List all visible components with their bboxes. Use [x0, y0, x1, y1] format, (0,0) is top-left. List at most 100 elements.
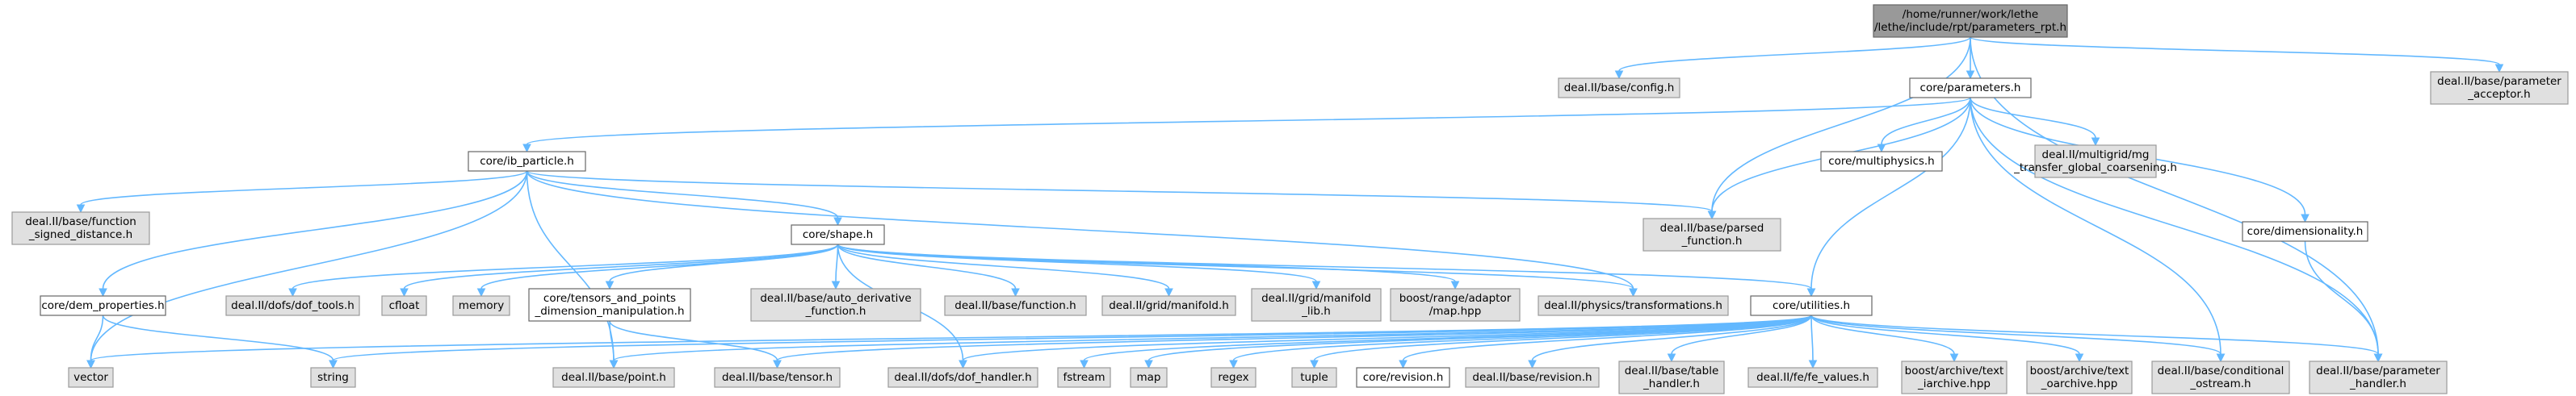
node-params[interactable]: core/parameters.h — [1909, 77, 2032, 98]
node-label: core/tensors_and_points — [543, 292, 676, 305]
edge-ib-particle-to-parsed-func — [526, 170, 1713, 212]
node-label: _function.h — [1681, 235, 1743, 248]
node-label: _transfer_global_coarsening.h — [2013, 161, 2177, 174]
node-auto-deriv[interactable]: deal.II/base/auto_derivative_function.h — [750, 288, 921, 322]
node-parsed-func[interactable]: deal.II/base/parsed_function.h — [1643, 218, 1781, 252]
node-fe-values[interactable]: deal.II/fe/fe_values.h — [1747, 367, 1878, 388]
node-label: deal.II/base/point.h — [561, 371, 666, 384]
node-box — [2026, 361, 2133, 394]
node-dimensionality[interactable]: core/dimensionality.h — [2242, 221, 2368, 242]
node-box — [2309, 361, 2448, 394]
node-cond-ostream[interactable]: deal.II/base/conditional_ostream.h — [2151, 361, 2290, 394]
node-label: core/shape.h — [803, 228, 873, 241]
node-box — [468, 151, 586, 172]
node-cfloat[interactable]: cfloat — [381, 295, 427, 316]
node-label: _ostream.h — [2189, 377, 2251, 390]
node-label: _lib.h — [1301, 305, 1331, 318]
node-boost-map[interactable]: boost/range/adaptor/map.hpp — [1390, 288, 1521, 322]
node-param-acceptor[interactable]: deal.II/base/parameter_acceptor.h — [2430, 71, 2569, 105]
node-label: /home/runner/work/lethe — [1903, 8, 2038, 21]
edge-shape-to-boost-map — [837, 244, 1456, 282]
node-box — [1130, 367, 1168, 388]
node-dof-handler[interactable]: deal.II/dofs/dof_handler.h — [887, 367, 1038, 388]
node-label: /lethe/include/rpt/parameters_rpt.h — [1874, 21, 2066, 34]
edge-root-to-config — [1618, 36, 1971, 72]
node-root[interactable]: /home/runner/work/lethe/lethe/include/rp… — [1873, 4, 2068, 38]
node-box — [1747, 367, 1878, 388]
edge-arrowhead — [833, 217, 842, 227]
node-text-oarchive[interactable]: boost/archive/text_oarchive.hpp — [2026, 361, 2133, 394]
edge-arrowhead — [522, 144, 531, 153]
node-manifold-lib[interactable]: deal.II/grid/manifold_lib.h — [1251, 288, 1382, 322]
node-label: deal.II/base/auto_derivative — [760, 292, 911, 305]
node-core-revision[interactable]: core/revision.h — [1356, 367, 1450, 388]
node-label: deal.II/base/conditional — [2158, 365, 2284, 377]
edge-arrowhead — [1707, 211, 1717, 220]
node-fstream[interactable]: fstream — [1057, 367, 1111, 388]
node-multiphysics[interactable]: core/multiphysics.h — [1820, 151, 1943, 172]
node-phys-trans[interactable]: deal.II/physics/transformations.h — [1538, 295, 1729, 316]
edge-arrowhead — [2091, 137, 2100, 147]
node-box — [1750, 295, 1873, 316]
node-utilities[interactable]: core/utilities.h — [1750, 295, 1873, 316]
node-box — [1909, 77, 2032, 98]
node-label: deal.II/base/parameter — [2316, 365, 2440, 377]
node-vector[interactable]: vector — [68, 367, 114, 388]
edge-arrowhead — [76, 204, 86, 214]
edge-arrowhead — [400, 288, 409, 298]
edge-arrowhead — [1629, 288, 1638, 298]
edge-shape-to-dof-tools — [292, 244, 839, 290]
edge-root-to-parsed-func — [1711, 36, 1971, 212]
node-map[interactable]: map — [1130, 367, 1168, 388]
node-label: deal.II/dofs/dof_handler.h — [894, 371, 1031, 384]
node-regex[interactable]: regex — [1210, 367, 1257, 388]
node-grid-manifold[interactable]: deal.II/grid/manifold.h — [1101, 295, 1236, 316]
node-label: core/multiphysics.h — [1828, 155, 1935, 168]
node-tensors-pts[interactable]: core/tensors_and_points_dimension_manipu… — [528, 288, 691, 322]
node-box — [381, 295, 427, 316]
node-func-sd[interactable]: deal.II/base/function_signed_distance.h — [11, 211, 150, 245]
edge-params-to-ib-particle — [526, 97, 1971, 145]
edge-arrowhead — [99, 288, 107, 298]
node-box — [887, 367, 1038, 388]
node-base-function[interactable]: deal.II/base/function.h — [944, 295, 1087, 316]
node-config[interactable]: deal.II/base/config.h — [1558, 77, 1680, 98]
node-box — [68, 367, 114, 388]
edge-arrowhead — [1080, 360, 1089, 369]
node-box — [1901, 361, 2008, 394]
node-param-handler[interactable]: deal.II/base/parameter_handler.h — [2309, 361, 2448, 394]
node-label: _handler.h — [1643, 377, 1700, 390]
node-table-handler[interactable]: deal.II/base/table_handler.h — [1618, 361, 1725, 394]
edge-arrowhead — [1229, 360, 1238, 369]
node-ib-particle[interactable]: core/ib_particle.h — [468, 151, 586, 172]
edge-utilities-to-string — [332, 315, 1812, 361]
node-text-iarchive[interactable]: boost/archive/text_iarchive.hpp — [1901, 361, 2008, 394]
edge-arrowhead — [288, 288, 297, 298]
node-box — [1057, 367, 1111, 388]
node-label: _acceptor.h — [2467, 88, 2530, 101]
node-box — [1251, 288, 1382, 322]
node-box — [11, 211, 150, 245]
node-string[interactable]: string — [310, 367, 356, 388]
node-shape[interactable]: core/shape.h — [791, 224, 885, 245]
node-tuple[interactable]: tuple — [1291, 367, 1337, 388]
node-dem-props[interactable]: core/dem_properties.h — [40, 295, 166, 316]
node-mg-transfer[interactable]: deal.II/multigrid/mg_transfer_global_coa… — [2013, 144, 2177, 178]
edge-arrowhead — [1808, 360, 1818, 369]
node-label: deal.II/base/function — [25, 215, 136, 228]
node-dof-tools[interactable]: deal.II/dofs/dof_tools.h — [225, 295, 360, 316]
edge-shape-to-grid-manifold — [837, 244, 1170, 290]
node-box — [1291, 367, 1337, 388]
node-label: core/utilities.h — [1773, 299, 1850, 312]
edge-shape-to-phys-trans — [837, 244, 1634, 290]
node-label: deal.II/base/parsed — [1660, 222, 1764, 235]
node-base-revision[interactable]: deal.II/base/revision.h — [1465, 367, 1600, 388]
edge-utilities-to-vector — [90, 315, 1812, 361]
node-tensor[interactable]: deal.II/base/tensor.h — [714, 367, 841, 388]
edge-arrowhead — [1667, 353, 1676, 363]
node-memory[interactable]: memory — [452, 295, 510, 316]
node-label: vector — [73, 371, 108, 384]
node-point[interactable]: deal.II/base/point.h — [552, 367, 675, 388]
node-box — [2430, 71, 2569, 105]
